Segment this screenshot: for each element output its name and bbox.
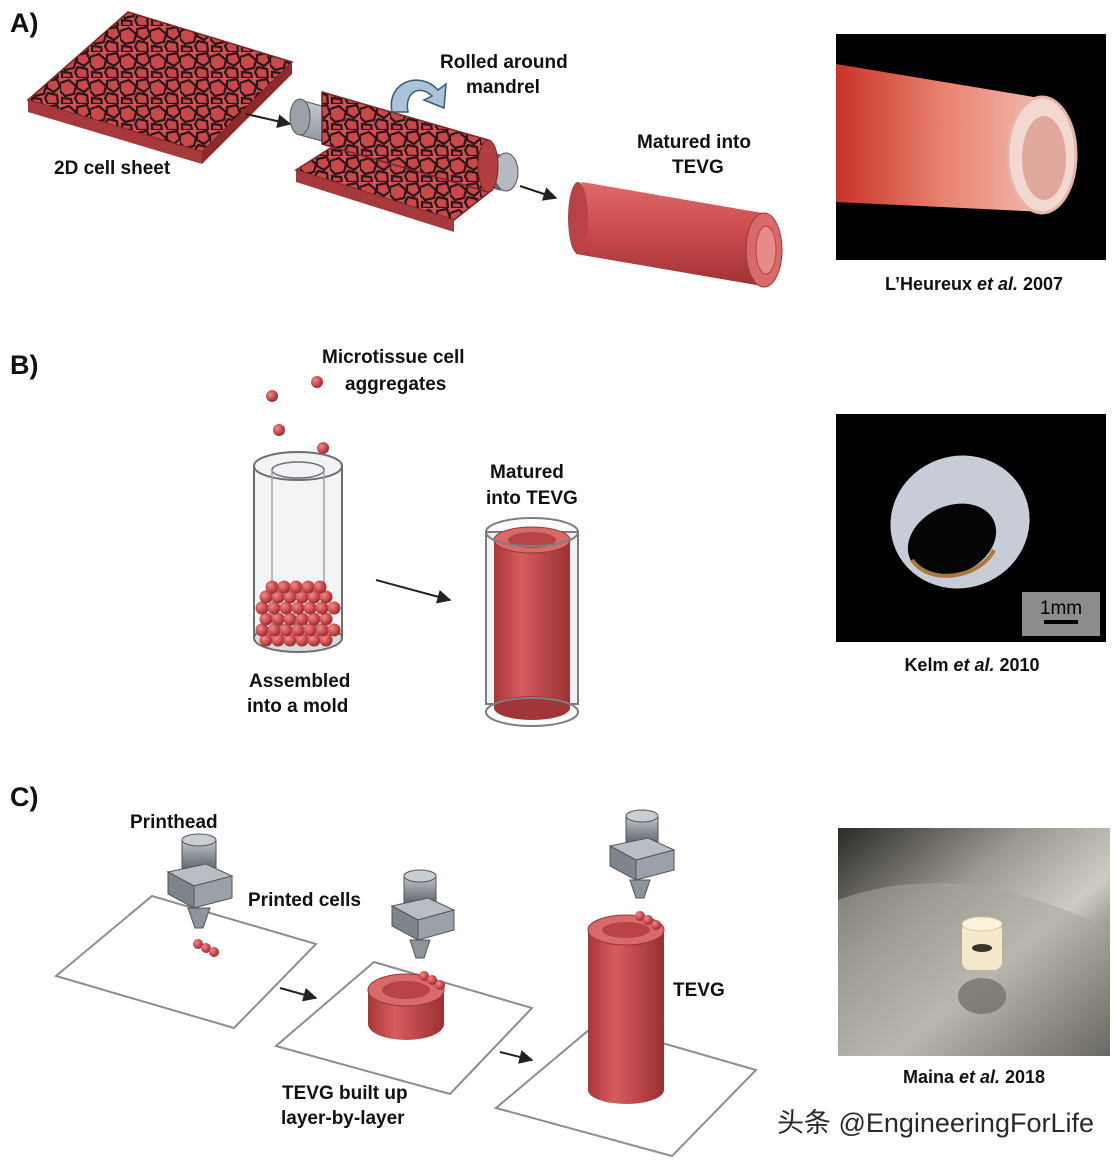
partial-tevg-ring bbox=[367, 971, 445, 1040]
photo-lheureux bbox=[836, 34, 1106, 260]
printed-cell-drops bbox=[193, 939, 219, 957]
aggregate-bead bbox=[295, 633, 309, 647]
layer-label-line1: TEVG built up bbox=[282, 1083, 408, 1104]
aggregate-bead bbox=[279, 601, 293, 615]
aggregate-bead bbox=[319, 612, 333, 626]
arrow-mold-to-tevg bbox=[375, 579, 452, 604]
citation-a-author: L’Heureux bbox=[885, 274, 977, 294]
panel-a-letter: A) bbox=[10, 8, 39, 38]
aggregate-bead bbox=[307, 590, 321, 604]
roll-label-line2: mandrel bbox=[466, 77, 540, 98]
aggregate-bead bbox=[267, 601, 281, 615]
printhead-3 bbox=[608, 809, 676, 899]
aggregate-bead bbox=[303, 601, 317, 615]
aggregate-bead bbox=[319, 633, 333, 647]
matured-b-label-line1: Matured bbox=[490, 462, 564, 483]
watermark: 头条 @EngineeringForLife bbox=[777, 1108, 1094, 1138]
photo-maina bbox=[838, 828, 1110, 1056]
photo-kelm: 1mm bbox=[836, 414, 1106, 642]
panel-a: A) 2D cell sheet Rolled around mandrel bbox=[10, 8, 1106, 294]
scale-bar-label: 1mm bbox=[1040, 598, 1082, 619]
printhead-1 bbox=[166, 833, 234, 929]
aggregate-bead bbox=[291, 601, 305, 615]
printed-cells-label: Printed cells bbox=[248, 890, 361, 911]
citation-a-etal: et al. bbox=[977, 274, 1018, 294]
aggregate-bead bbox=[255, 623, 269, 637]
citation-c: Maina et al. 2018 bbox=[903, 1067, 1045, 1087]
aggregate-bead bbox=[267, 623, 281, 637]
aggregate-bead bbox=[289, 580, 303, 594]
matured-tevg-in-mold bbox=[485, 517, 579, 727]
arrow-plate1-to-plate2 bbox=[279, 987, 318, 1002]
citation-b-year: 2010 bbox=[995, 655, 1040, 675]
panel-c: C) Printhead Printed cells bbox=[10, 782, 1110, 1158]
aggregate-bead bbox=[277, 580, 291, 594]
aggregate-bead bbox=[265, 580, 279, 594]
citation-c-author: Maina bbox=[903, 1067, 959, 1087]
cell-sheet-label: 2D cell sheet bbox=[54, 158, 171, 179]
aggregate-bead bbox=[307, 612, 321, 626]
panel-c-letter: C) bbox=[10, 782, 39, 812]
build-plate-1 bbox=[53, 894, 318, 1030]
scale-bar bbox=[1044, 620, 1078, 624]
aggregate-bead bbox=[259, 633, 273, 647]
aggregate-bead bbox=[255, 601, 269, 615]
aggregate-bead bbox=[295, 590, 309, 604]
aggregate-bead bbox=[327, 623, 341, 637]
layer-label-line2: layer-by-layer bbox=[281, 1108, 405, 1129]
printhead-label: Printhead bbox=[130, 812, 218, 833]
citation-c-etal: et al. bbox=[959, 1067, 1000, 1087]
aggregate-bead bbox=[279, 623, 293, 637]
aggregate-bead bbox=[307, 633, 321, 647]
matured-b-label-line2: into TEVG bbox=[486, 488, 578, 509]
aggregate-pile bbox=[255, 580, 341, 647]
aggregate-bead bbox=[301, 580, 315, 594]
roll-label-line1: Rolled around bbox=[440, 52, 568, 73]
aggregate-bead bbox=[303, 623, 317, 637]
aggregate-bead bbox=[283, 633, 297, 647]
citation-b-etal: et al. bbox=[953, 655, 994, 675]
falling-aggregates bbox=[266, 376, 329, 454]
citation-a-year: 2007 bbox=[1018, 274, 1063, 294]
printhead-2 bbox=[390, 869, 456, 959]
panel-b-letter: B) bbox=[10, 350, 39, 380]
cell-sheet bbox=[26, 11, 294, 164]
aggregate-bead bbox=[271, 612, 285, 626]
mold-label-line2: into a mold bbox=[247, 696, 348, 717]
full-tevg-column bbox=[587, 911, 665, 1104]
matured-label-line2: TEVG bbox=[672, 157, 724, 178]
panel-b: B) Microtissue cell aggregates Assembled… bbox=[10, 347, 1106, 727]
aggregate-bead bbox=[315, 623, 329, 637]
aggregate-bead bbox=[313, 580, 327, 594]
aggregate-bead bbox=[271, 590, 285, 604]
arrow-sheet-to-mandrel bbox=[245, 113, 292, 129]
citation-b: Kelm et al. 2010 bbox=[904, 655, 1039, 675]
rolled-cell-sheet bbox=[321, 91, 499, 193]
tevg-label: TEVG bbox=[673, 980, 725, 1001]
roll-arrow-icon bbox=[390, 79, 447, 113]
aggregate-bead bbox=[283, 590, 297, 604]
aggregates-label-line2: aggregates bbox=[345, 374, 446, 395]
citation-a: L’Heureux et al. 2007 bbox=[885, 274, 1063, 294]
aggregate-bead bbox=[259, 612, 273, 626]
citation-b-author: Kelm bbox=[904, 655, 953, 675]
arrow-plate2-to-plate3 bbox=[499, 1050, 534, 1064]
arrow-mandrel-to-tevg bbox=[519, 185, 558, 201]
aggregate-bead bbox=[319, 590, 333, 604]
aggregates-label-line1: Microtissue cell bbox=[322, 347, 465, 368]
matured-tevg-tube bbox=[568, 182, 783, 288]
citation-c-year: 2018 bbox=[1000, 1067, 1045, 1087]
aggregate-bead bbox=[271, 633, 285, 647]
matured-label-line1: Matured into bbox=[637, 132, 751, 153]
aggregate-bead bbox=[283, 612, 297, 626]
aggregate-bead bbox=[327, 601, 341, 615]
aggregate-bead bbox=[295, 612, 309, 626]
mold-label-line1: Assembled bbox=[249, 671, 350, 692]
aggregate-bead bbox=[291, 623, 305, 637]
aggregate-bead bbox=[259, 590, 273, 604]
aggregate-bead bbox=[315, 601, 329, 615]
